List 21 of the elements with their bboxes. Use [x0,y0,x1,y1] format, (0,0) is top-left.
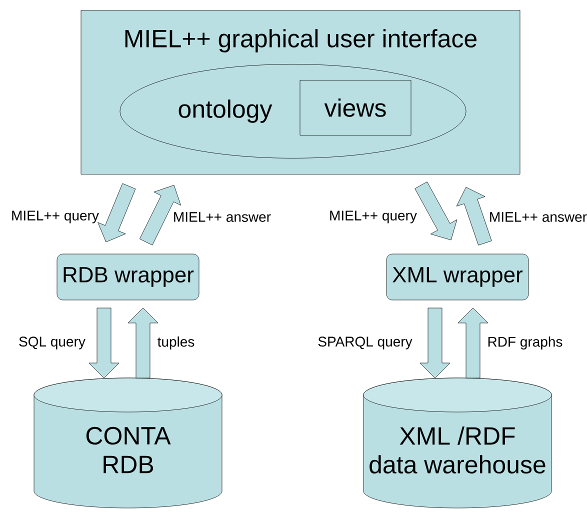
block-arrow [140,185,181,246]
edge-label: RDF graphs [488,336,562,350]
edge-label: MIEL++ answer [174,212,271,222]
block-arrow [458,308,488,378]
edge-label: MIEL++ query [12,210,99,224]
block-arrow [88,308,120,378]
block-arrow [414,182,458,240]
edge-label: tuples [158,336,194,350]
edge-label: SPARQL query [318,336,412,350]
database-cylinder: CONTA RDB [34,378,222,508]
database-cylinder: XML /RDF data warehouse [363,378,552,508]
block-arrow [456,187,492,246]
edge-label: SQL query [19,336,86,350]
wrapper-box: XML wrapper [386,254,529,300]
wrapper-box: RDB wrapper [56,254,200,300]
views-box: views [300,80,412,136]
edge-label: MIEL++ answer [490,212,587,222]
block-arrow [98,183,136,242]
block-arrow [420,308,450,378]
edge-label: MIEL++ query [330,210,417,224]
block-arrow [128,308,158,378]
